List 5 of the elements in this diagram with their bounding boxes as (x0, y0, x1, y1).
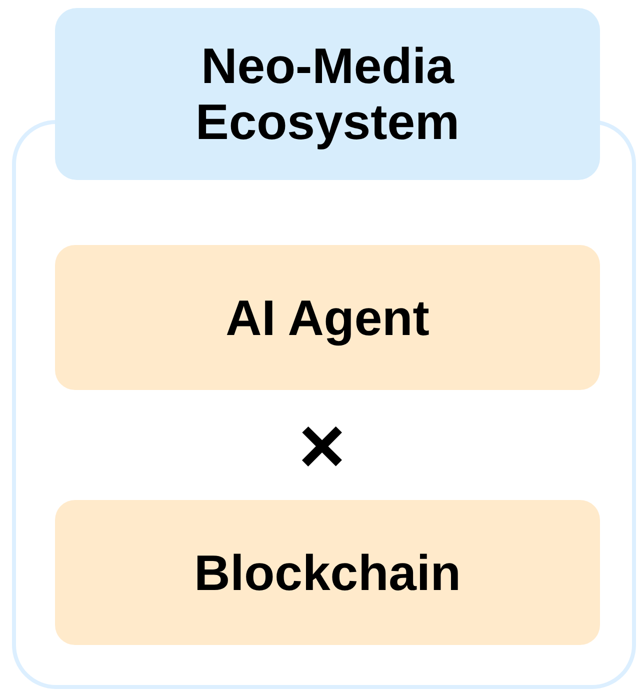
ecosystem-panel (12, 8, 636, 689)
component-box: Blockchain (55, 500, 600, 645)
multiply-sign: × (298, 410, 346, 482)
title-tab: Neo-Media Ecosystem (55, 8, 600, 180)
component-box: AI Agent (55, 245, 600, 390)
